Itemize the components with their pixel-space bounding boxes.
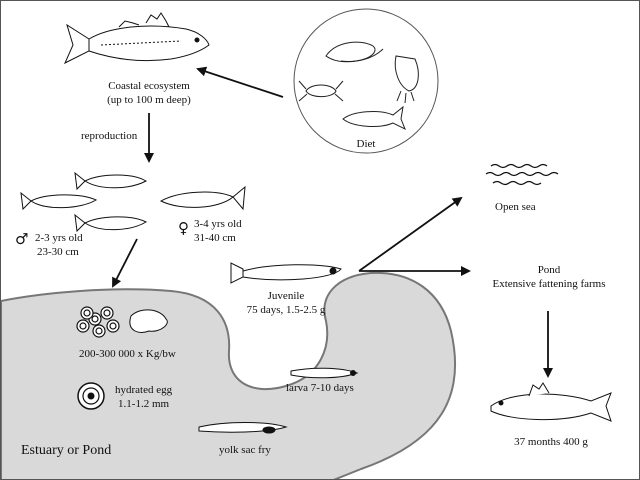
juvenile-line2: 75 days, 1.5-2.5 g	[246, 304, 326, 316]
crab-icon	[298, 80, 344, 102]
egg-cluster-icon	[76, 306, 120, 338]
larva-label: larva 7-10 days	[286, 382, 354, 394]
small-fish-icon	[342, 105, 406, 131]
juvenile-line1: Juvenile	[267, 290, 305, 302]
shrimp-icon	[325, 41, 376, 63]
yolk-sac-fry-icon	[198, 422, 288, 434]
farmed-adult-fish-icon	[490, 382, 612, 422]
female-symbol-icon: ♀	[178, 219, 189, 237]
male-symbol-icon: ♂	[15, 230, 29, 248]
egg-mass-icon	[129, 309, 168, 333]
pond-line1: Pond	[537, 264, 561, 276]
pond-line2: Extensive fattening farms	[492, 278, 606, 290]
coastal-line1: Coastal ecosystem	[108, 80, 190, 92]
diet-circle	[293, 8, 439, 154]
reproduction-label: reproduction	[81, 130, 138, 142]
hydrated-egg-icon	[77, 382, 105, 410]
coastal-line2: (up to 100 m deep)	[107, 94, 191, 106]
estuary-label: Estuary or Pond	[21, 443, 112, 458]
diet-icons	[298, 41, 419, 131]
arrow-breeders-to-eggs	[112, 238, 138, 288]
arrow-juvenile-to-open-sea	[358, 196, 463, 272]
cuttlefish-icon	[394, 55, 419, 104]
hydrated-egg-line1: hydrated egg	[115, 384, 173, 396]
mussel-icon	[340, 48, 384, 62]
adult-fish-icon	[63, 12, 210, 65]
egg-count-label: 200-300 000 x Kg/bw	[79, 348, 176, 360]
male-size-label: 23-30 cm	[37, 246, 79, 258]
adult-farm-label: 37 months 400 g	[514, 436, 588, 448]
pond-label: Pond Extensive fattening farms	[479, 263, 619, 291]
diet-label: Diet	[356, 138, 376, 150]
larva-icon	[290, 367, 359, 379]
male-age-label: 2-3 yrs old	[35, 232, 83, 244]
yolk-sac-label: yolk sac fry	[219, 444, 271, 456]
female-age-label: 3-4 yrs old	[194, 218, 242, 230]
arrow-diet-to-coastal	[196, 66, 284, 98]
female-size-label: 31-40 cm	[194, 232, 236, 244]
coastal-ecosystem-label: Coastal ecosystem (up to 100 m deep)	[89, 79, 209, 107]
juvenile-label: Juvenile 75 days, 1.5-2.5 g	[231, 289, 341, 317]
hydrated-egg-line2: 1.1-1.2 mm	[118, 398, 170, 410]
hydrated-egg-label: hydrated egg 1.1-1.2 mm	[115, 383, 172, 411]
open-sea-label: Open sea	[495, 201, 536, 213]
open-sea-waves-icon	[485, 163, 559, 186]
juvenile-fish-icon	[230, 262, 342, 284]
breeder-fish-icons	[20, 171, 246, 233]
